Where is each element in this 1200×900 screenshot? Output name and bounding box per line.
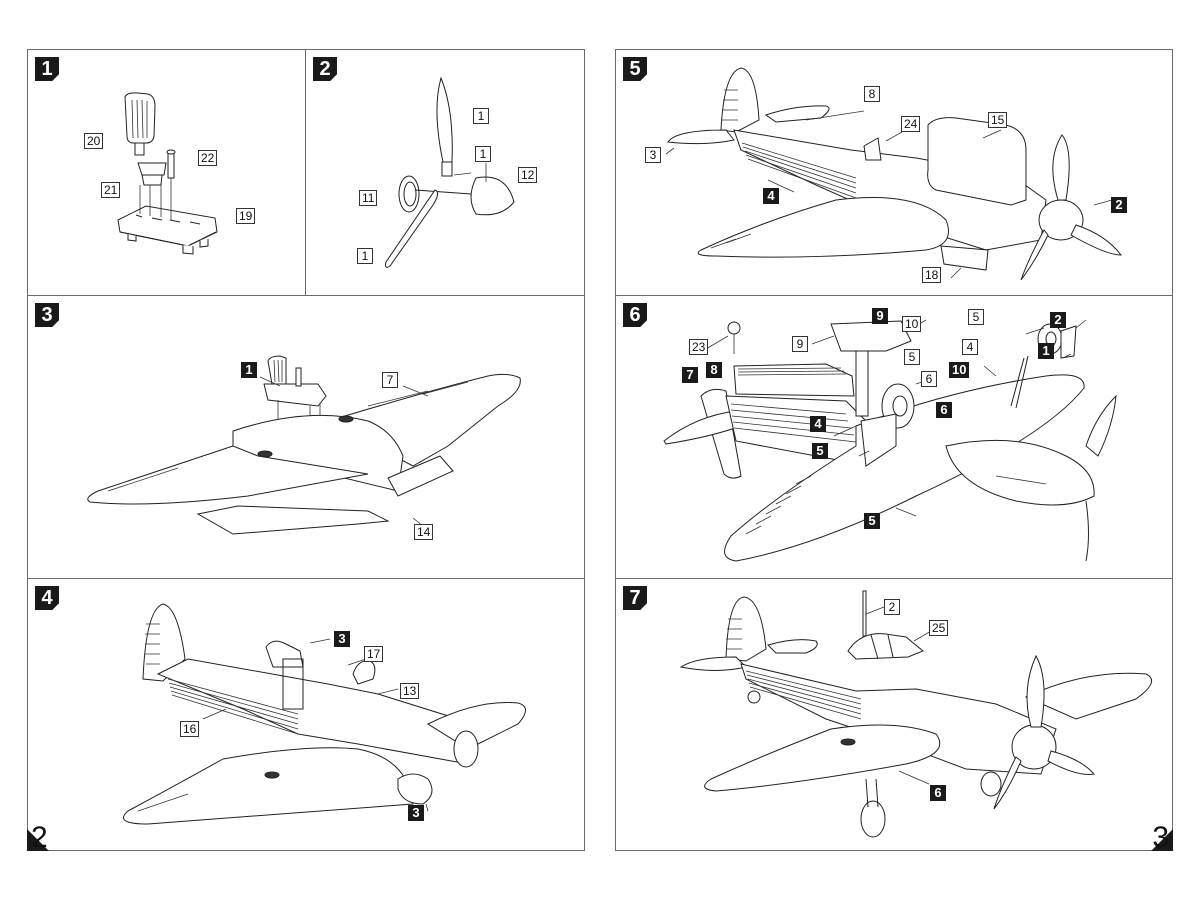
step-1-panel: 1 20 22 21 19 (27, 49, 306, 296)
part-callout: 6 (930, 785, 946, 801)
step-number-badge: 6 (623, 303, 647, 327)
part-callout: 4 (810, 416, 826, 432)
part-callout: 3 (645, 147, 661, 163)
part-callout: 3 (334, 631, 350, 647)
part-callout: 21 (101, 182, 121, 198)
part-callout: 9 (792, 336, 808, 352)
step-number-badge: 7 (623, 586, 647, 610)
part-callout: 19 (236, 208, 256, 224)
step-number-badge: 4 (35, 586, 59, 610)
part-callout: 1 (475, 146, 491, 162)
fuselage-wing-mating-drawing (123, 603, 526, 825)
part-callout: 23 (689, 339, 709, 355)
part-callout: 10 (902, 316, 922, 332)
part-callout: 7 (682, 367, 698, 383)
step-number-badge: 5 (623, 57, 647, 81)
part-callout: 3 (408, 805, 424, 821)
part-callout: 4 (763, 188, 779, 204)
step-number-badge: 3 (35, 303, 59, 327)
part-callout: 11 (359, 190, 378, 206)
step-2-panel: 2 1 1 11 12 1 (305, 49, 585, 296)
part-callout: 10 (949, 362, 970, 378)
part-callout: 1 (357, 248, 373, 264)
part-callout: 8 (706, 362, 722, 378)
part-callout: 5 (864, 513, 880, 529)
part-callout: 14 (414, 524, 434, 540)
part-callout: 4 (962, 339, 978, 355)
page-number-left: 2 (31, 821, 48, 854)
part-callout: 2 (1111, 197, 1127, 213)
part-callout: 18 (922, 267, 942, 283)
part-callout: 17 (364, 646, 384, 662)
part-callout: 16 (180, 721, 200, 737)
part-callout: 7 (382, 372, 398, 388)
page-corner-right (1151, 829, 1173, 851)
part-callout: 22 (198, 150, 218, 166)
part-callout: 5 (904, 349, 920, 365)
part-callout: 1 (1038, 343, 1054, 359)
step-number-badge: 1 (35, 57, 59, 81)
seat-assembly-drawing (117, 92, 218, 255)
page-corner-left (27, 829, 49, 851)
fuselage-cowling-assembly-drawing (665, 67, 1123, 281)
step-number-badge: 2 (313, 57, 337, 81)
part-callout: 13 (400, 683, 420, 699)
part-callout: 6 (936, 402, 952, 418)
step-6-panel: 6 9 10 5 2 23 9 5 4 1 7 8 6 10 6 4 5 5 (615, 295, 1173, 579)
part-callout: 6 (921, 371, 937, 387)
step-4-panel: 4 3 17 13 16 3 2 (27, 578, 585, 854)
part-callout: 24 (901, 116, 921, 132)
final-assembly-drawing (679, 590, 1153, 838)
part-callout: 1 (241, 362, 257, 378)
undercarriage-assembly-drawing (663, 319, 1117, 562)
wing-assembly-drawing (87, 355, 521, 535)
part-callout: 1 (473, 108, 489, 124)
step-3-panel: 3 1 7 14 (27, 295, 585, 579)
step-7-panel: 7 2 25 6 3 (615, 578, 1173, 854)
part-callout: 5 (968, 309, 984, 325)
part-callout: 9 (872, 308, 888, 324)
part-callout: 5 (812, 443, 828, 459)
part-callout: 8 (864, 86, 880, 102)
propeller-assembly-drawing (385, 76, 515, 268)
part-callout: 20 (84, 133, 104, 149)
part-callout: 2 (1050, 312, 1066, 328)
part-callout: 25 (929, 620, 949, 636)
part-callout: 12 (518, 167, 538, 183)
step-5-panel: 5 8 24 15 3 4 2 18 (615, 49, 1173, 296)
page-number-right: 3 (1152, 821, 1169, 854)
part-callout: 15 (988, 112, 1008, 128)
part-callout: 2 (884, 599, 900, 615)
